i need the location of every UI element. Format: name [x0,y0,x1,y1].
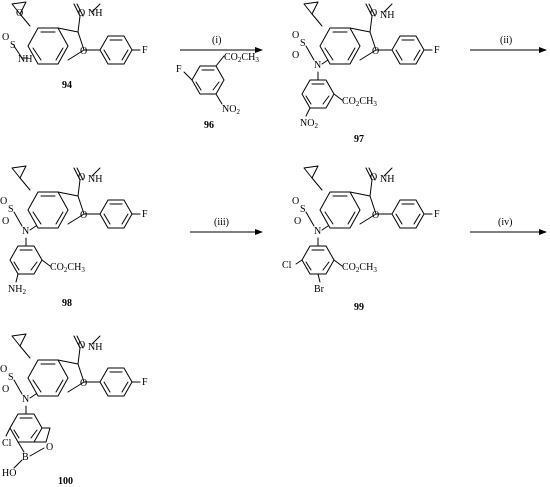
atom-o: O [0,196,7,207]
atom-o: O [2,216,9,227]
atom-s: S [10,40,16,51]
atom-o: O [80,378,87,389]
ester-group: CO2CH3 [342,96,377,108]
atom-o: O [2,32,9,43]
atom-o: O [78,340,85,351]
atom-o: O [292,30,299,41]
atom-n: N [314,60,321,71]
atom-nh: NH [18,54,32,65]
compound-label-96: 96 [204,120,214,131]
compound-label-99: 99 [354,302,364,313]
atom-s: S [8,372,14,383]
atom-o: O [292,196,299,207]
hydroxyl-group: HO [2,468,16,479]
atom-f: F [142,45,148,56]
atom-f: F [434,45,440,56]
nitro-group: NO2 [300,118,318,130]
ester-group: CO2CH3 [342,262,377,274]
atom-f: F [142,377,148,388]
atom-o: O [294,216,301,227]
reaction-arrow-1: (i) [180,35,263,53]
compound-100: O NH O F S O O N Cl B O HO 100 [0,333,148,487]
atom-o: O [372,46,379,57]
atom-o: O [80,210,87,221]
atom-o: O [80,46,87,57]
atom-o: O [292,50,299,61]
atom-b: B [22,452,29,463]
atom-o: O [372,210,379,221]
compound-label-94: 94 [62,80,72,91]
compound-label-98: 98 [62,298,72,309]
atom-n: N [22,394,29,405]
atom-o: O [16,8,23,19]
atom-br: Br [314,284,325,295]
step-label-iii: (iii) [214,217,229,228]
atom-f: F [434,209,440,220]
ester-group: CO2CH3 [224,52,259,64]
step-label-i: (i) [212,35,221,46]
amino-group: NH2 [8,284,26,296]
nitro-group: NO2 [222,104,240,116]
ester-group: CO2CH3 [50,262,85,274]
atom-nh: NH [88,342,102,353]
atom-cl: Cl [282,260,292,271]
atom-nh: NH [380,10,394,21]
compound-label-100: 100 [58,476,73,487]
reaction-arrow-3: (iii) [190,217,263,235]
step-label-ii: (ii) [500,35,512,46]
atom-o: O [78,172,85,183]
compound-96: F CO2CH3 NO2 96 [176,52,259,131]
atom-f: F [176,64,182,75]
compound-97: O NH O F S O O N CO2CH3 NO2 97 [292,1,440,145]
atom-o: O [370,172,377,183]
atom-o: O [0,364,7,375]
compound-99: O NH O F S O O N Cl Br CO2CH3 99 [282,165,440,313]
reaction-arrow-4: (iv) [470,217,547,235]
atom-f: F [142,209,148,220]
reaction-arrow-2: (ii) [470,35,547,53]
atom-n: N [314,226,321,237]
step-label-iv: (iv) [498,217,512,228]
atom-nh: NH [88,8,102,19]
atom-s: S [8,204,14,215]
atom-s: S [300,204,306,215]
atom-o: O [370,8,377,19]
atom-n: N [22,226,29,237]
atom-o: O [78,8,85,19]
atom-cl: Cl [2,438,12,449]
compound-label-97: 97 [354,134,364,145]
compound-98: O NH O F S O O N CO2CH3 NH2 98 [0,165,148,309]
atom-s: S [300,38,306,49]
compound-94: O O NH O F S O NH 94 [2,1,148,91]
atom-nh: NH [88,174,102,185]
atom-o: O [2,384,9,395]
atom-nh: NH [380,174,394,185]
atom-o: O [46,442,53,453]
